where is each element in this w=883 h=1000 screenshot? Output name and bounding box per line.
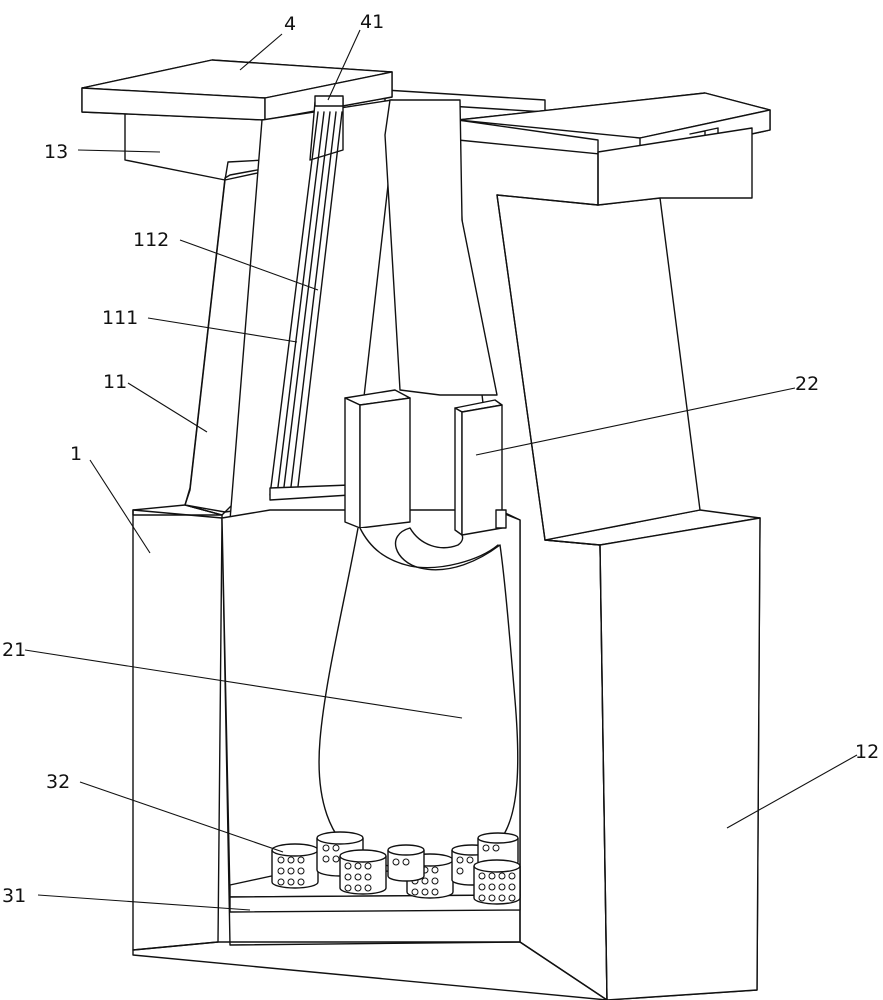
label-11: 11	[103, 371, 127, 393]
right-tower-face	[496, 194, 701, 541]
label-4: 4	[284, 13, 296, 35]
cylinder	[339, 849, 387, 895]
label-13: 13	[44, 141, 68, 163]
cylinder	[387, 844, 425, 882]
electrode-boxes-22	[344, 389, 507, 536]
crucible-21	[318, 527, 519, 869]
label-21: 21	[2, 639, 26, 661]
label-31: 31	[2, 885, 26, 907]
label-111: 111	[102, 307, 138, 329]
label-112: 112	[133, 229, 169, 251]
label-1: 1	[70, 443, 82, 465]
right-top-plate	[457, 92, 771, 206]
conduit-tubes	[269, 95, 351, 501]
label-32: 32	[46, 771, 70, 793]
right-cover-block	[544, 509, 761, 1000]
cylinder	[271, 843, 319, 889]
label-12: 12	[855, 741, 879, 763]
label-41: 41	[360, 11, 384, 33]
cylinder	[473, 859, 521, 905]
label-22: 22	[795, 373, 819, 395]
leader-lines	[24, 29, 858, 911]
cylinders-32	[271, 831, 521, 905]
reference-labels: 4 41 13 112 111 11 1 22 21 12 32 31	[2, 11, 879, 907]
